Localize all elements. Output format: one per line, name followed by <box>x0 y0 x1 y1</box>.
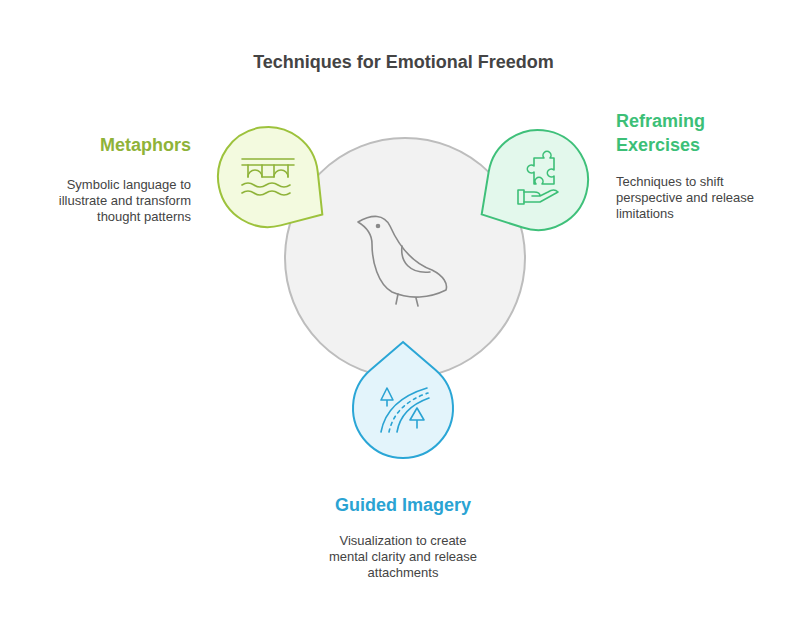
technique-description: Techniques to shift perspective and rele… <box>616 174 781 222</box>
puzzle-hand-icon <box>518 151 558 204</box>
drop-shape <box>353 342 453 458</box>
technique-node: Reframing ExercisesTechniques to shift p… <box>482 126 592 236</box>
technique-heading: Guided Imagery <box>283 493 523 517</box>
technique-heading: Reframing Exercises <box>616 109 746 157</box>
bird-icon <box>358 216 446 306</box>
technique-heading: Metaphors <box>31 133 191 157</box>
technique-node: Guided ImageryVisualization to create me… <box>351 342 455 460</box>
drop-shape <box>456 111 607 257</box>
technique-description: Visualization to create mental clarity a… <box>325 533 481 581</box>
bridge-icon <box>242 159 294 195</box>
technique-description: Symbolic language to illustrate and tran… <box>31 177 191 225</box>
technique-node: MetaphorsSymbolic language to illustrate… <box>214 123 324 233</box>
diagram-title: Techniques for Emotional Freedom <box>0 50 807 74</box>
drop-shape <box>198 107 350 255</box>
road-trees-icon <box>381 388 429 432</box>
